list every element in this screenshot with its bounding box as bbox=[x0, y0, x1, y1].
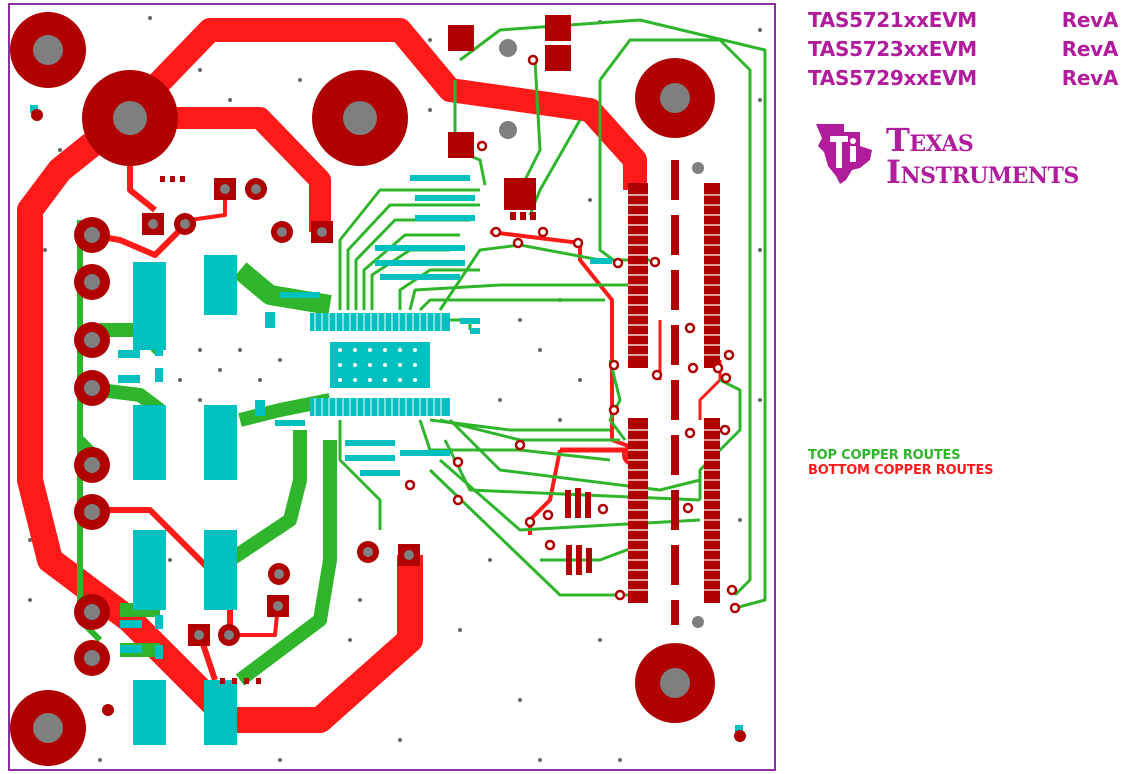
top-copper-routes bbox=[76, 18, 767, 686]
board-name: TAS5723xxEVM bbox=[808, 37, 977, 61]
small-through-hole-pads bbox=[31, 109, 746, 742]
title-row: TAS5723xxEVM RevA bbox=[808, 37, 1118, 66]
title-row: TAS5729xxEVM RevA bbox=[808, 66, 1118, 95]
top-connector-pads bbox=[448, 15, 704, 628]
board-name: TAS5729xxEVM bbox=[808, 66, 977, 90]
legend-top-copper: TOP COPPER ROUTES bbox=[808, 448, 961, 463]
ic-thermal-vias bbox=[338, 348, 417, 382]
legend-bottom-copper: BOTTOM COPPER ROUTES bbox=[808, 463, 994, 478]
legend: TOP COPPER ROUTES BOTTOM COPPER ROUTES bbox=[808, 448, 994, 478]
board-name: TAS5721xxEVM bbox=[808, 8, 977, 32]
brand-line-2: Instruments bbox=[886, 153, 1079, 191]
texas-instruments-logo: Texas Instruments bbox=[808, 116, 1118, 196]
title-block: TAS5721xxEVM RevA TAS5723xxEVM RevA TAS5… bbox=[808, 8, 1118, 95]
signal-vias bbox=[404, 54, 741, 614]
title-row: TAS5721xxEVM RevA bbox=[808, 8, 1118, 37]
header-pin-lines bbox=[628, 194, 720, 591]
board-outline bbox=[8, 3, 776, 771]
board-revision: RevA bbox=[1061, 37, 1119, 61]
pcb-layout-diagram bbox=[8, 3, 776, 771]
board-revision: RevA bbox=[1061, 66, 1119, 90]
ti-state-icon bbox=[816, 124, 872, 184]
board-revision: RevA bbox=[1061, 8, 1119, 32]
mounting-holes bbox=[10, 12, 715, 766]
brand-line-1: Texas bbox=[886, 121, 974, 159]
brand-name: Texas Instruments bbox=[886, 124, 1079, 188]
smd-pads bbox=[30, 105, 743, 745]
terminal-pads bbox=[74, 217, 110, 676]
ic-pins bbox=[314, 313, 442, 416]
